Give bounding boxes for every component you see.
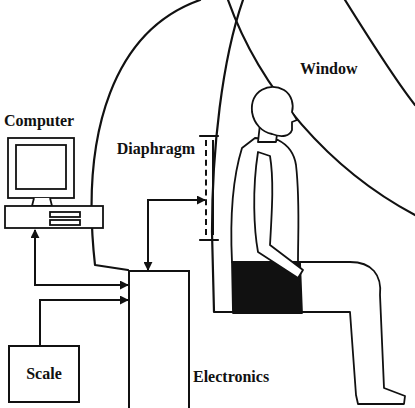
diaphragm: Diaphragm: [205, 140, 214, 235]
chamber-right-wall: [345, 0, 415, 105]
disk-drive: [50, 212, 80, 217]
chamber-outer-wall: [92, 0, 200, 270]
electronics-label: Electronics: [193, 368, 269, 386]
computer-base: [5, 206, 103, 228]
computer-label: Computer: [4, 112, 74, 130]
signal-wire: [40, 300, 128, 345]
scale-box: Scale: [8, 345, 80, 403]
screen: [16, 145, 66, 189]
disk-drive: [50, 220, 80, 225]
monitor-stand: [32, 198, 52, 206]
monitor: [8, 138, 74, 198]
diaphragm-label: Diaphragm: [117, 140, 195, 158]
signal-wire: [148, 200, 205, 270]
window-label: Window: [300, 60, 358, 78]
computer-drawing: [4, 112, 105, 230]
signal-wire: [35, 230, 128, 285]
scale-label: Scale: [26, 365, 62, 383]
person-arm: [254, 152, 303, 278]
electronics-box: Electronics: [128, 270, 190, 408]
diaphragm-bracket: [200, 136, 218, 240]
person-head: [252, 87, 297, 136]
computer-icon: Computer: [4, 112, 105, 230]
seated-person: [231, 87, 405, 404]
